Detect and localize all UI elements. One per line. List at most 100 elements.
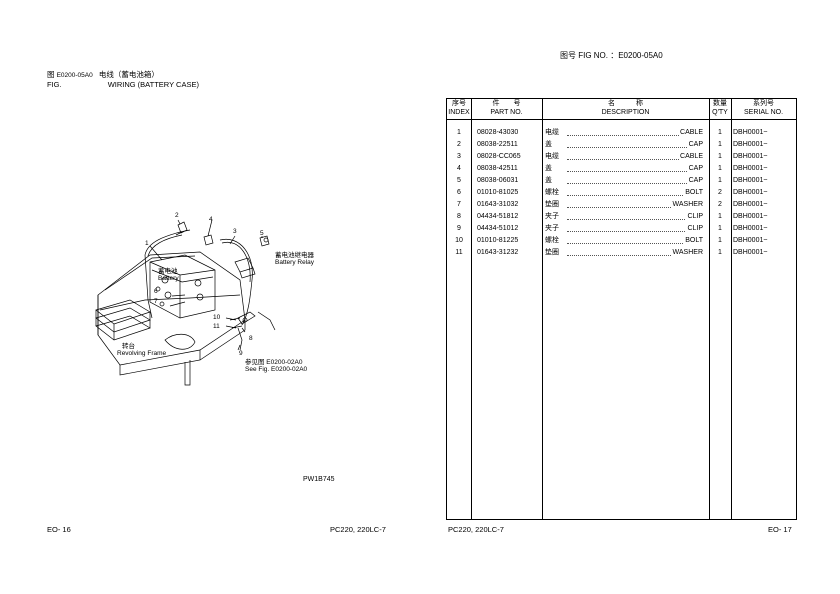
- row-index: 3: [457, 153, 461, 160]
- row-part-no: 01643-31232: [477, 249, 519, 256]
- callout-9: 9: [239, 350, 243, 357]
- fig-en-title: WIRING (BATTERY CASE): [107, 80, 199, 89]
- row-part-no: 04434-51812: [477, 213, 519, 220]
- row-description: 电缆 CABLE: [545, 127, 705, 139]
- row-index: 7: [457, 201, 461, 208]
- row-part-no: 01010-81225: [477, 237, 519, 244]
- row-serial: DBH0001~: [733, 165, 768, 172]
- row-desc-cn: 夹子: [545, 213, 559, 220]
- row-desc-en: CAP: [687, 139, 703, 151]
- battery-relay-label: 蓄电池继电器 Battery Relay: [275, 252, 315, 266]
- right-model: PC220, 220LC-7: [448, 525, 504, 534]
- row-desc-cn: 电缆: [545, 129, 559, 136]
- callout-4: 4: [209, 216, 213, 223]
- row-serial: DBH0001~: [733, 213, 768, 220]
- fig-label: FIG.: [47, 80, 62, 89]
- row-desc-cn: 垫圈: [545, 249, 559, 256]
- row-description: 盖 CAP: [545, 139, 705, 151]
- battery-label: 蓄电池 Battery: [158, 268, 179, 282]
- row-description: 垫圈 WASHER: [545, 199, 705, 211]
- row-serial: DBH0001~: [733, 153, 768, 160]
- left-model: PC220, 220LC-7: [330, 525, 386, 534]
- fig-cn-title: 电线（蓄电池箱）: [98, 70, 159, 79]
- row-index: 1: [457, 129, 461, 136]
- row-qty: 1: [718, 153, 722, 160]
- row-desc-en: BOLT: [684, 235, 703, 247]
- table-row: 7 01643-31032 垫圈 WASHER 2 DBH0001~: [447, 199, 796, 211]
- figure-number-header: 图号 FIG NO. ：E0200-05A0: [560, 51, 663, 60]
- row-index: 9: [457, 225, 461, 232]
- row-part-no: 08038-22511: [477, 141, 518, 148]
- row-desc-cn: 夹子: [545, 225, 559, 232]
- callout-8: 8: [249, 335, 253, 342]
- row-index: 5: [457, 177, 461, 184]
- row-serial: DBH0001~: [733, 201, 768, 208]
- row-qty: 1: [718, 165, 722, 172]
- row-serial: DBH0001~: [733, 225, 768, 232]
- row-serial: DBH0001~: [733, 237, 768, 244]
- row-qty: 1: [718, 213, 722, 220]
- fig-code: E0200-05A0: [56, 72, 93, 79]
- row-desc-cn: 电缆: [545, 153, 559, 160]
- row-qty: 1: [718, 249, 722, 256]
- revolving-frame-label: 转台 Revolving Frame: [117, 343, 167, 357]
- callout-6: 6: [154, 288, 158, 295]
- row-qty: 2: [718, 189, 722, 196]
- row-part-no: 08028-43030: [477, 129, 519, 136]
- row-index: 8: [457, 213, 461, 220]
- row-desc-en: WASHER: [671, 199, 703, 211]
- row-qty: 2: [718, 201, 722, 208]
- row-qty: 1: [718, 177, 722, 184]
- wiring-diagram: 1 2 3 4 5 6 7 8 9 10 11 蓄电池 Battery 蓄电池继…: [90, 200, 330, 400]
- row-desc-en: CABLE: [679, 127, 703, 139]
- row-index: 4: [457, 165, 461, 172]
- row-index: 2: [457, 141, 461, 148]
- callout-2: 2: [175, 212, 179, 219]
- row-serial: DBH0001~: [733, 177, 768, 184]
- row-index: 11: [455, 249, 463, 256]
- callout-11: 11: [213, 323, 220, 330]
- row-desc-cn: 盖: [545, 141, 552, 148]
- row-index: 6: [457, 189, 461, 196]
- drawing-number: PW1B745: [303, 476, 335, 483]
- callout-7: 7: [154, 298, 158, 305]
- row-part-no: 08038-42511: [477, 165, 518, 172]
- callout-5: 5: [260, 230, 264, 237]
- row-desc-cn: 螺栓: [545, 189, 559, 196]
- row-qty: 1: [718, 237, 722, 244]
- row-part-no: 01643-31032: [477, 201, 519, 208]
- row-desc-en: WASHER: [671, 247, 703, 259]
- callout-10: 10: [213, 314, 221, 321]
- row-description: 螺栓 BOLT: [545, 235, 705, 247]
- row-description: 夹子 CLIP: [545, 223, 705, 235]
- row-index: 10: [455, 237, 463, 244]
- row-part-no: 01010-81025: [477, 189, 519, 196]
- row-part-no: 08028-CC065: [477, 153, 521, 160]
- row-desc-cn: 螺栓: [545, 237, 559, 244]
- exploded-view-drawing: [95, 219, 276, 386]
- row-desc-cn: 垫圈: [545, 201, 559, 208]
- row-desc-cn: 盖: [545, 165, 552, 172]
- row-qty: 1: [718, 225, 722, 232]
- callout-1: 1: [145, 240, 149, 247]
- row-desc-en: CLIP: [686, 223, 703, 235]
- right-page-number: EO- 17: [768, 525, 792, 534]
- callout-3: 3: [233, 228, 237, 235]
